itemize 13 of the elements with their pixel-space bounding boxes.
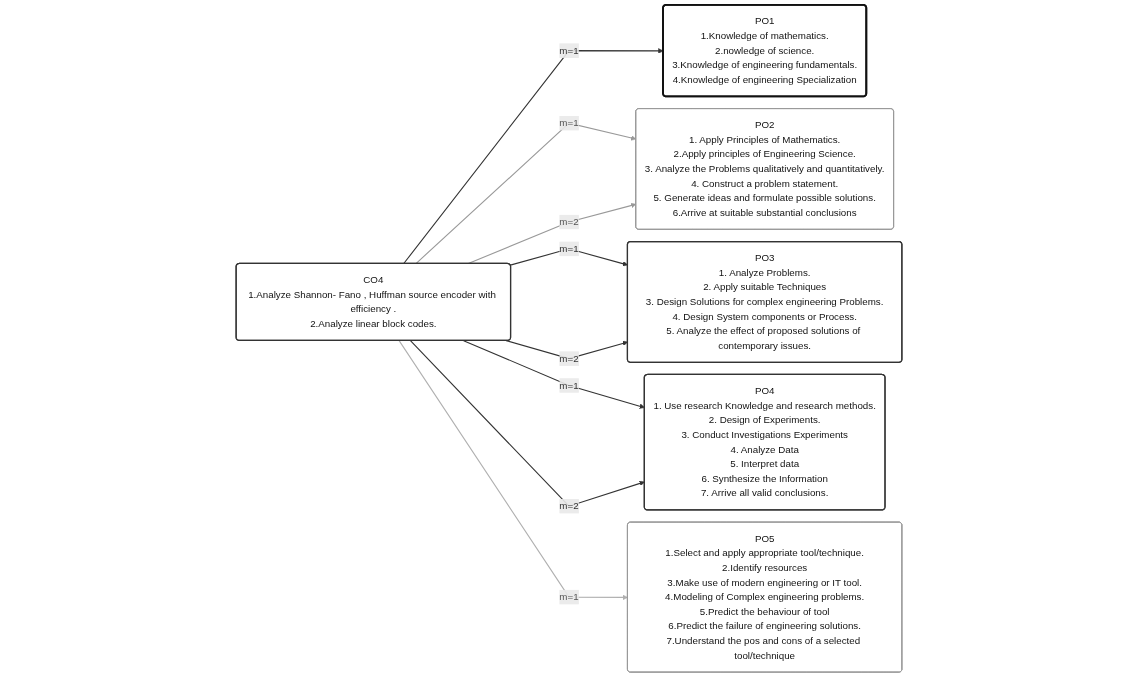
edge-label: m=1 xyxy=(559,45,579,56)
arrow xyxy=(398,340,628,601)
arrow xyxy=(463,340,645,409)
edge-label: m=2 xyxy=(559,500,579,512)
edge-label: m=1 xyxy=(559,243,579,254)
edge-label: m=1 xyxy=(559,591,579,602)
arrow xyxy=(415,122,637,265)
edge-label: m=1 xyxy=(559,379,579,391)
arrow xyxy=(509,248,628,267)
edge-label: m=2 xyxy=(559,216,579,227)
arrow xyxy=(403,48,664,265)
edge-label: m=1 xyxy=(559,117,579,129)
edge-label: m=2 xyxy=(559,353,579,364)
